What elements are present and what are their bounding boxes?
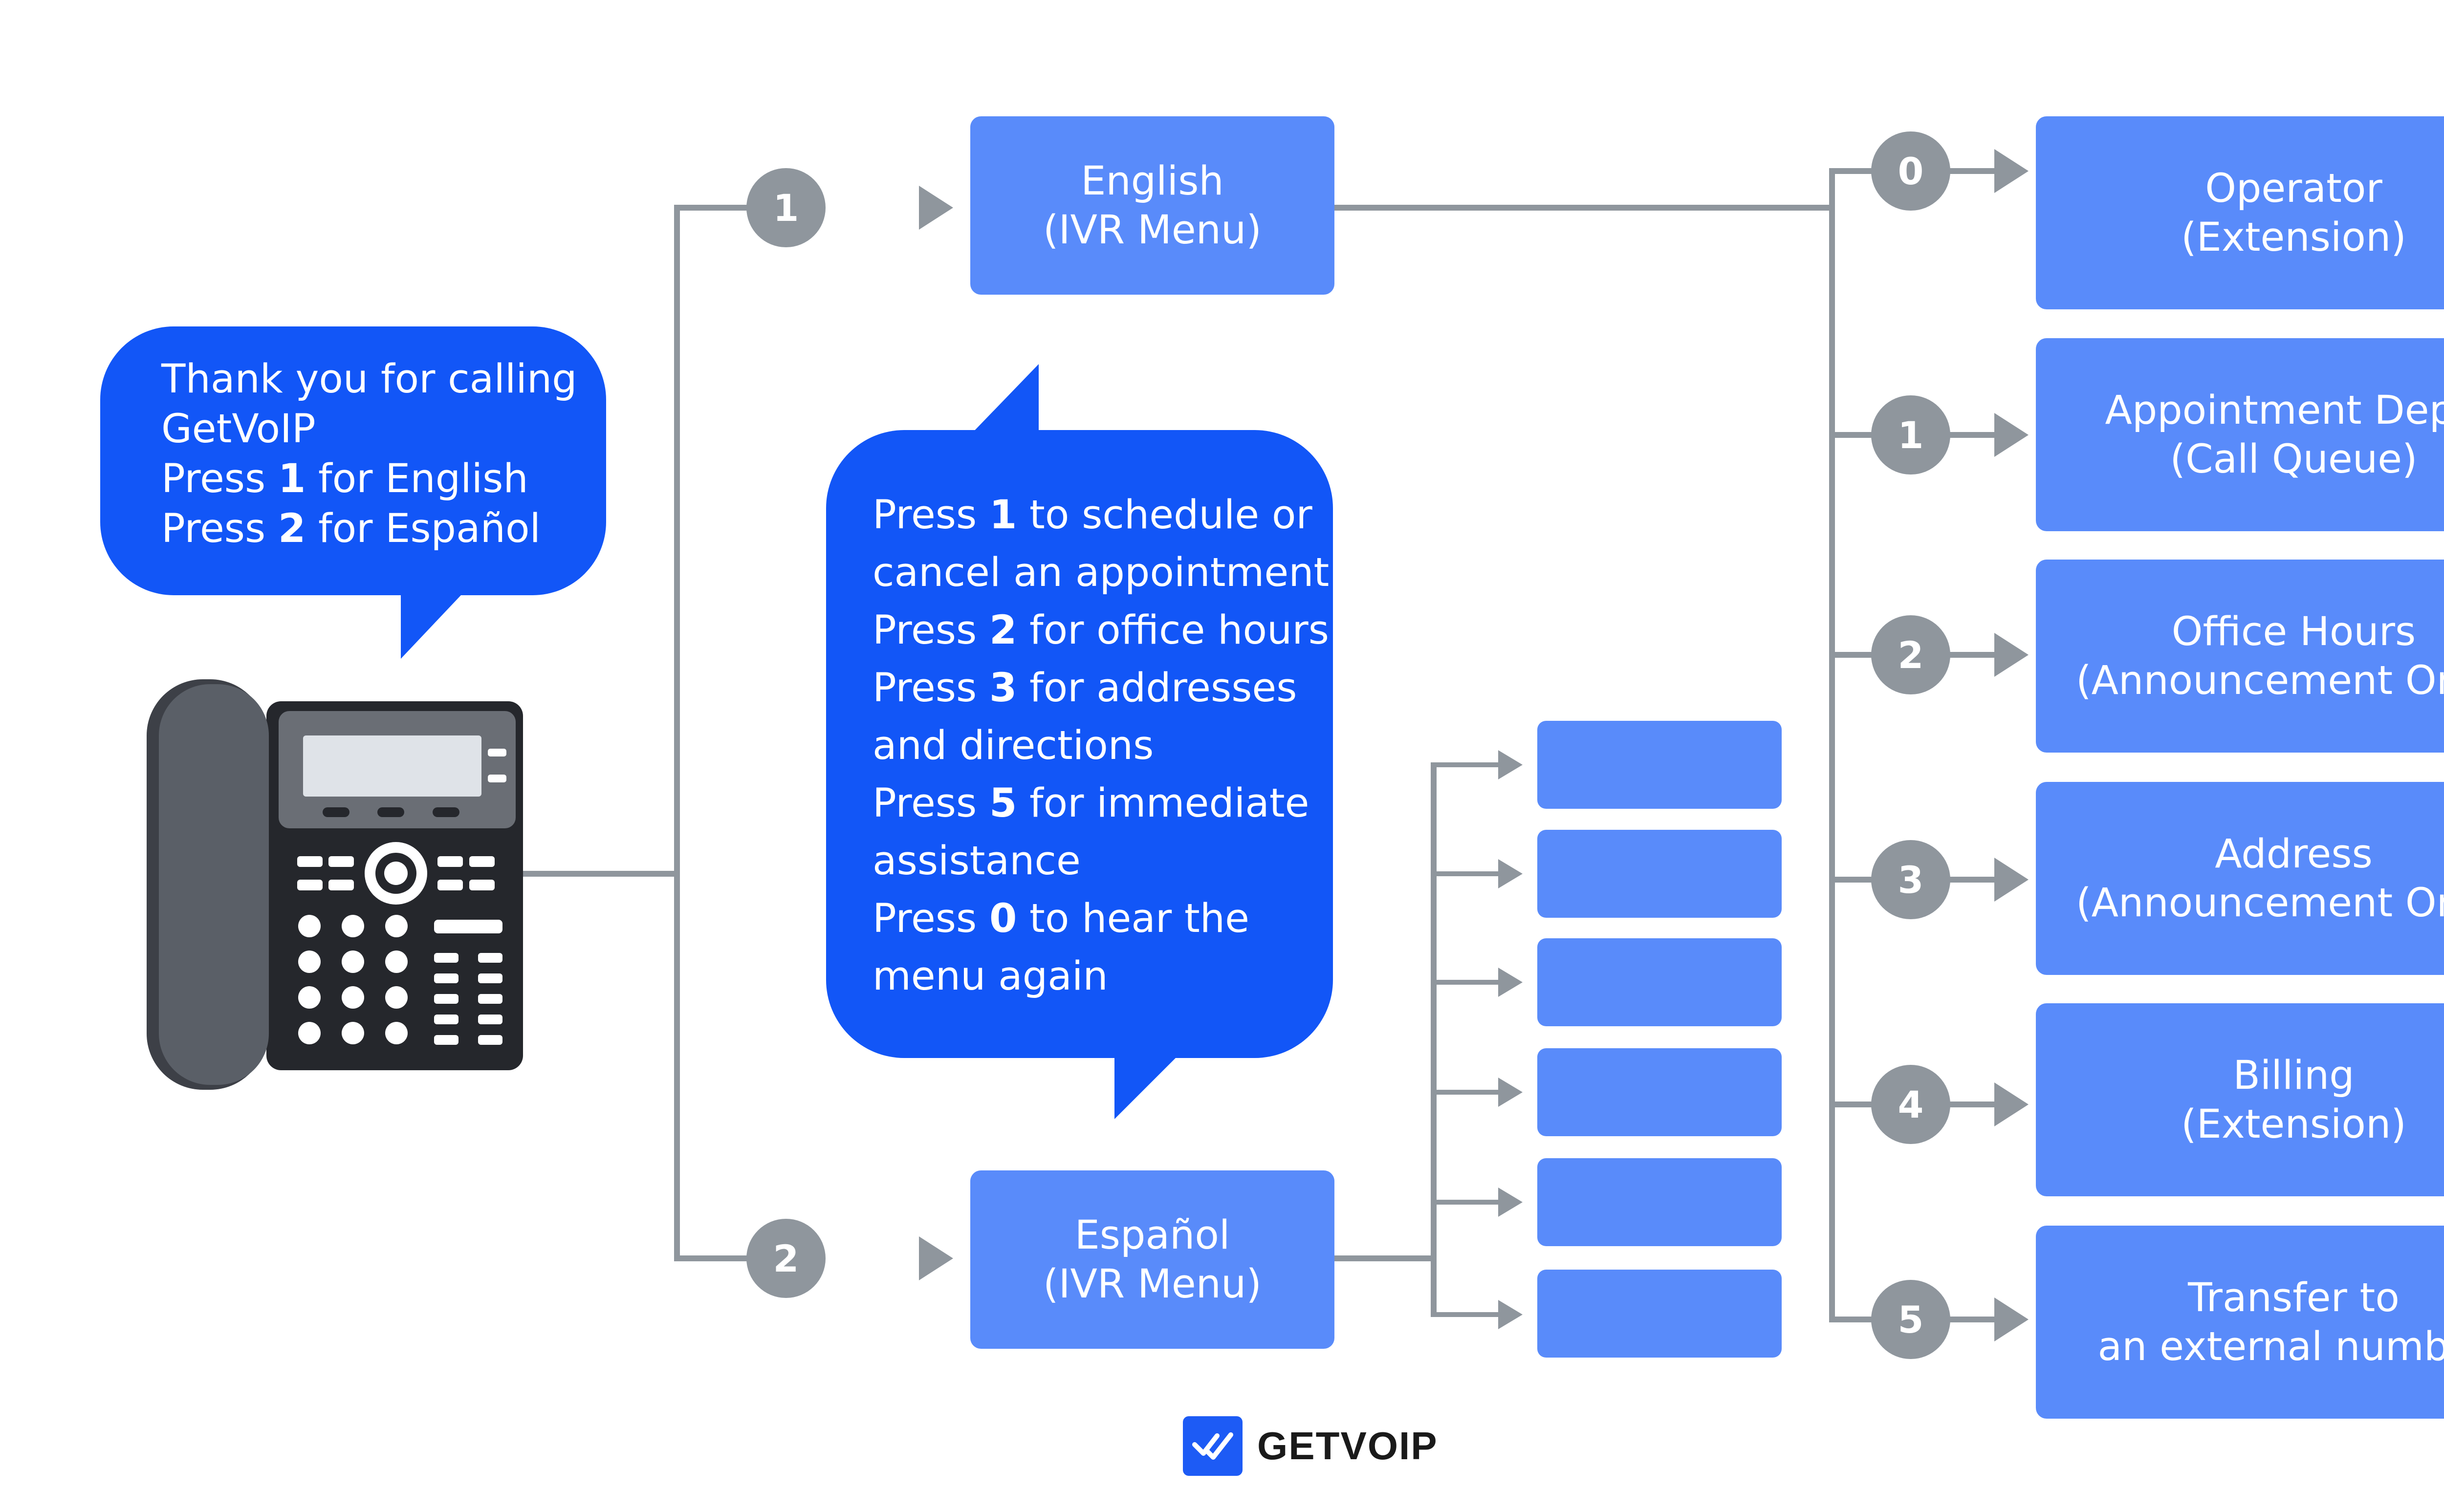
destination-title: Operator xyxy=(2205,165,2382,212)
menu-bubble-shape xyxy=(826,364,1333,1119)
connector-lines xyxy=(523,171,1835,1319)
billing-destination[interactable]: Billing (Extension) xyxy=(2036,1003,2444,1196)
welcome-line-4: Press 2 for Español xyxy=(161,506,541,552)
badge-english: 1 xyxy=(746,168,826,247)
destination-title: Transfer to xyxy=(2188,1274,2400,1321)
address-destination[interactable]: Address (Announcement Only) xyxy=(2036,782,2444,975)
espanol-option-box[interactable] xyxy=(1537,830,1782,918)
destination-subtitle: (Announcement Only) xyxy=(2076,657,2444,704)
menu-line: Press 1 to schedule or xyxy=(873,492,1312,538)
english-ivr-title: English xyxy=(1081,158,1224,204)
espanol-option-box[interactable] xyxy=(1537,721,1782,809)
operator-destination[interactable]: Operator (Extension) xyxy=(2036,116,2444,309)
welcome-line-2: GetVoIP xyxy=(161,406,316,452)
menu-bubble: Press 1 to schedule or cancel an appoint… xyxy=(873,486,1329,1005)
menu-line: Press 5 for immediate xyxy=(873,780,1309,826)
spanish-branches xyxy=(1431,750,1523,1329)
menu-line: Press 3 for addresses xyxy=(873,665,1297,711)
desk-phone-icon xyxy=(147,679,523,1090)
english-ivr-menu[interactable]: English (IVR Menu) xyxy=(970,116,1334,295)
connector-arrows xyxy=(919,149,2029,1341)
espanol-option-box[interactable] xyxy=(1537,1270,1782,1358)
external-transfer-destination[interactable]: Transfer to an external number xyxy=(2036,1226,2444,1419)
badge-option-4: 4 xyxy=(1871,1065,1950,1144)
welcome-line-3: Press 1 for English xyxy=(161,456,528,502)
check-badge-icon xyxy=(1183,1416,1243,1476)
destination-subtitle: (Announcement Only) xyxy=(2076,880,2444,926)
menu-line: Press 2 for office hours xyxy=(873,607,1329,653)
welcome-line-1: Thank you for calling xyxy=(161,356,577,402)
destination-subtitle: (Extension) xyxy=(2181,1101,2406,1147)
badge-espanol: 2 xyxy=(746,1219,826,1298)
espanol-ivr-menu[interactable]: Español (IVR Menu) xyxy=(970,1170,1334,1349)
destination-title: Office Hours xyxy=(2171,608,2416,655)
badge-option-3: 3 xyxy=(1871,840,1950,919)
getvoip-logo: GETVOIP xyxy=(1183,1416,1438,1476)
appointment-destination[interactable]: Appointment Dept. (Call Queue) xyxy=(2036,338,2444,531)
destination-subtitle: an external number xyxy=(2097,1323,2444,1370)
menu-line: assistance xyxy=(873,838,1081,884)
welcome-bubble-shape xyxy=(100,326,606,659)
espanol-option-box[interactable] xyxy=(1537,938,1782,1026)
badge-option-2: 2 xyxy=(1871,615,1950,694)
english-ivr-subtitle: (IVR Menu) xyxy=(1043,207,1262,253)
espanol-ivr-title: Español xyxy=(1074,1212,1230,1258)
brand-name: GETVOIP xyxy=(1257,1424,1438,1468)
office-hours-destination[interactable]: Office Hours (Announcement Only) xyxy=(2036,560,2444,753)
badge-option-5: 5 xyxy=(1871,1280,1950,1359)
menu-line: cancel an appointment xyxy=(873,550,1330,596)
espanol-option-box[interactable] xyxy=(1537,1158,1782,1246)
destination-title: Appointment Dept. xyxy=(2105,387,2444,433)
destination-subtitle: (Call Queue) xyxy=(2170,436,2418,482)
espanol-ivr-subtitle: (IVR Menu) xyxy=(1043,1261,1262,1307)
menu-line: and directions xyxy=(873,723,1154,769)
destination-title: Billing xyxy=(2233,1052,2355,1099)
menu-line: menu again xyxy=(873,953,1108,999)
menu-line: Press 0 to hear the xyxy=(873,896,1249,942)
destination-branches xyxy=(1829,168,1997,1322)
badge-option-1: 1 xyxy=(1871,395,1950,475)
badge-option-0: 0 xyxy=(1871,131,1950,211)
destination-subtitle: (Extension) xyxy=(2181,214,2406,260)
welcome-bubble: Thank you for calling GetVoIP Press 1 fo… xyxy=(161,354,577,554)
espanol-option-box[interactable] xyxy=(1537,1048,1782,1136)
destination-title: Address xyxy=(2215,831,2373,877)
